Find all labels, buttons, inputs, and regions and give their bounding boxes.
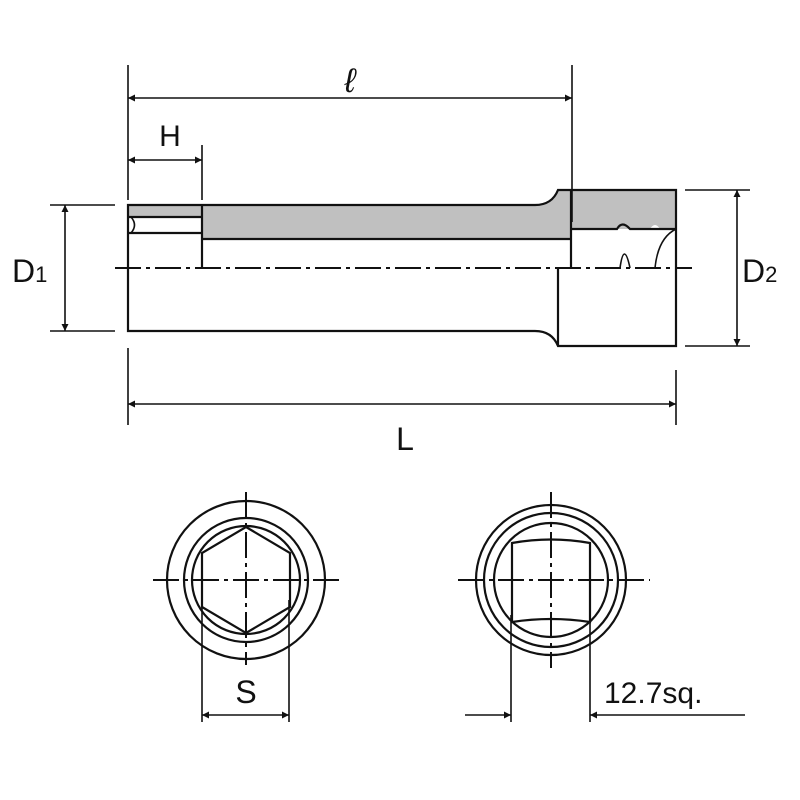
- l-label: ℓ: [344, 62, 358, 100]
- d2-label: D2: [742, 253, 777, 289]
- square-end-view: 12.7sq.: [458, 492, 745, 722]
- section-shading: [128, 190, 676, 239]
- drive-size-label: 12.7sq.: [604, 677, 702, 710]
- s-label: S: [235, 674, 256, 710]
- h-label: H: [159, 120, 181, 153]
- hex-end-view: S: [153, 492, 342, 722]
- d1-label: D1: [12, 253, 47, 289]
- side-view: ℓ H D1 D2 L: [12, 62, 777, 457]
- L-label: L: [396, 421, 414, 457]
